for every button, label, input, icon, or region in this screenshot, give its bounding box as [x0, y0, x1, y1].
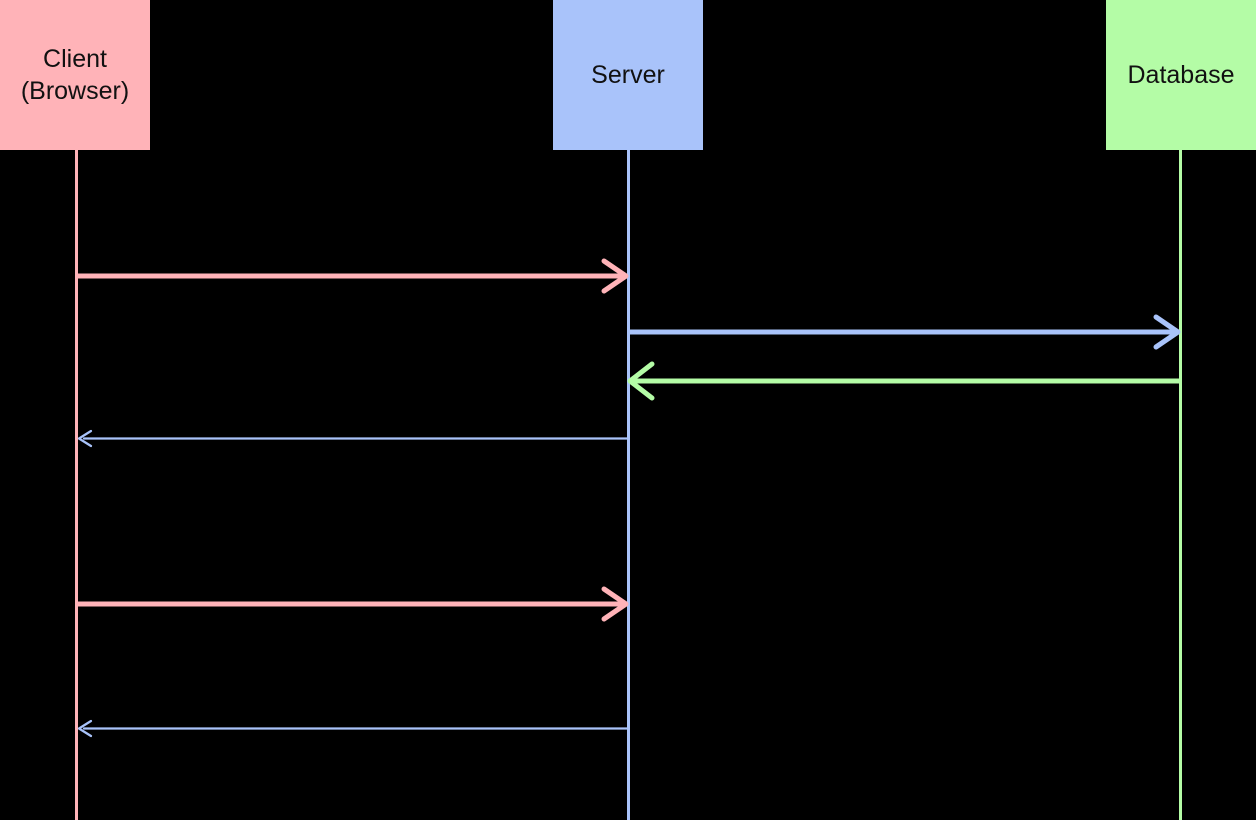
message-arrow-server-to-client-1	[77, 429, 630, 448]
message-arrow-client-to-server-1	[75, 258, 629, 294]
actor-label-database: Database	[1127, 61, 1235, 89]
actor-box-client: Client (Browser)	[0, 0, 150, 150]
message-arrow-server-to-database	[627, 314, 1181, 350]
actor-label-client: Client (Browser)	[20, 45, 130, 105]
actor-box-server: Server	[553, 0, 703, 150]
actor-box-database: Database	[1106, 0, 1256, 150]
message-arrow-database-to-server	[627, 361, 1182, 401]
message-arrow-server-to-client-2	[77, 719, 630, 738]
actor-label-server: Server	[591, 61, 665, 89]
message-arrow-client-to-server-2	[75, 586, 629, 622]
